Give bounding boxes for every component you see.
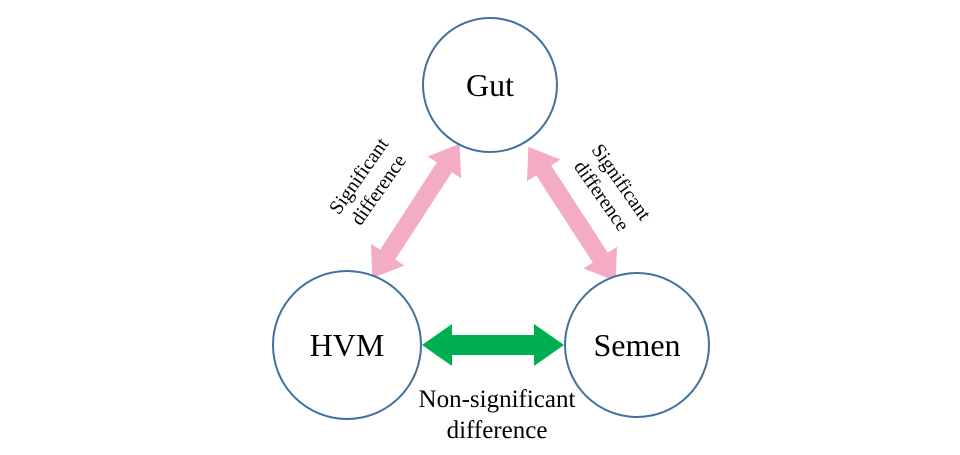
double-arrow-gut-hvm-shape [370, 143, 462, 279]
node-semen-label: Semen [593, 326, 681, 363]
double-arrow-gut-semen-shape [526, 146, 618, 282]
node-gut-label: Gut [466, 66, 514, 103]
edge-label-hvm-semen: Non-significant difference [418, 386, 576, 445]
double-arrow-hvm-semen [422, 324, 564, 366]
node-semen: Semen [564, 272, 710, 418]
node-hvm: HVM [272, 270, 422, 420]
double-arrow-gut-hvm [370, 143, 462, 279]
double-arrow-hvm-semen-shape [422, 324, 564, 366]
node-hvm-label: HVM [309, 326, 385, 363]
double-arrow-gut-semen [526, 146, 618, 282]
node-gut: Gut [422, 17, 558, 153]
